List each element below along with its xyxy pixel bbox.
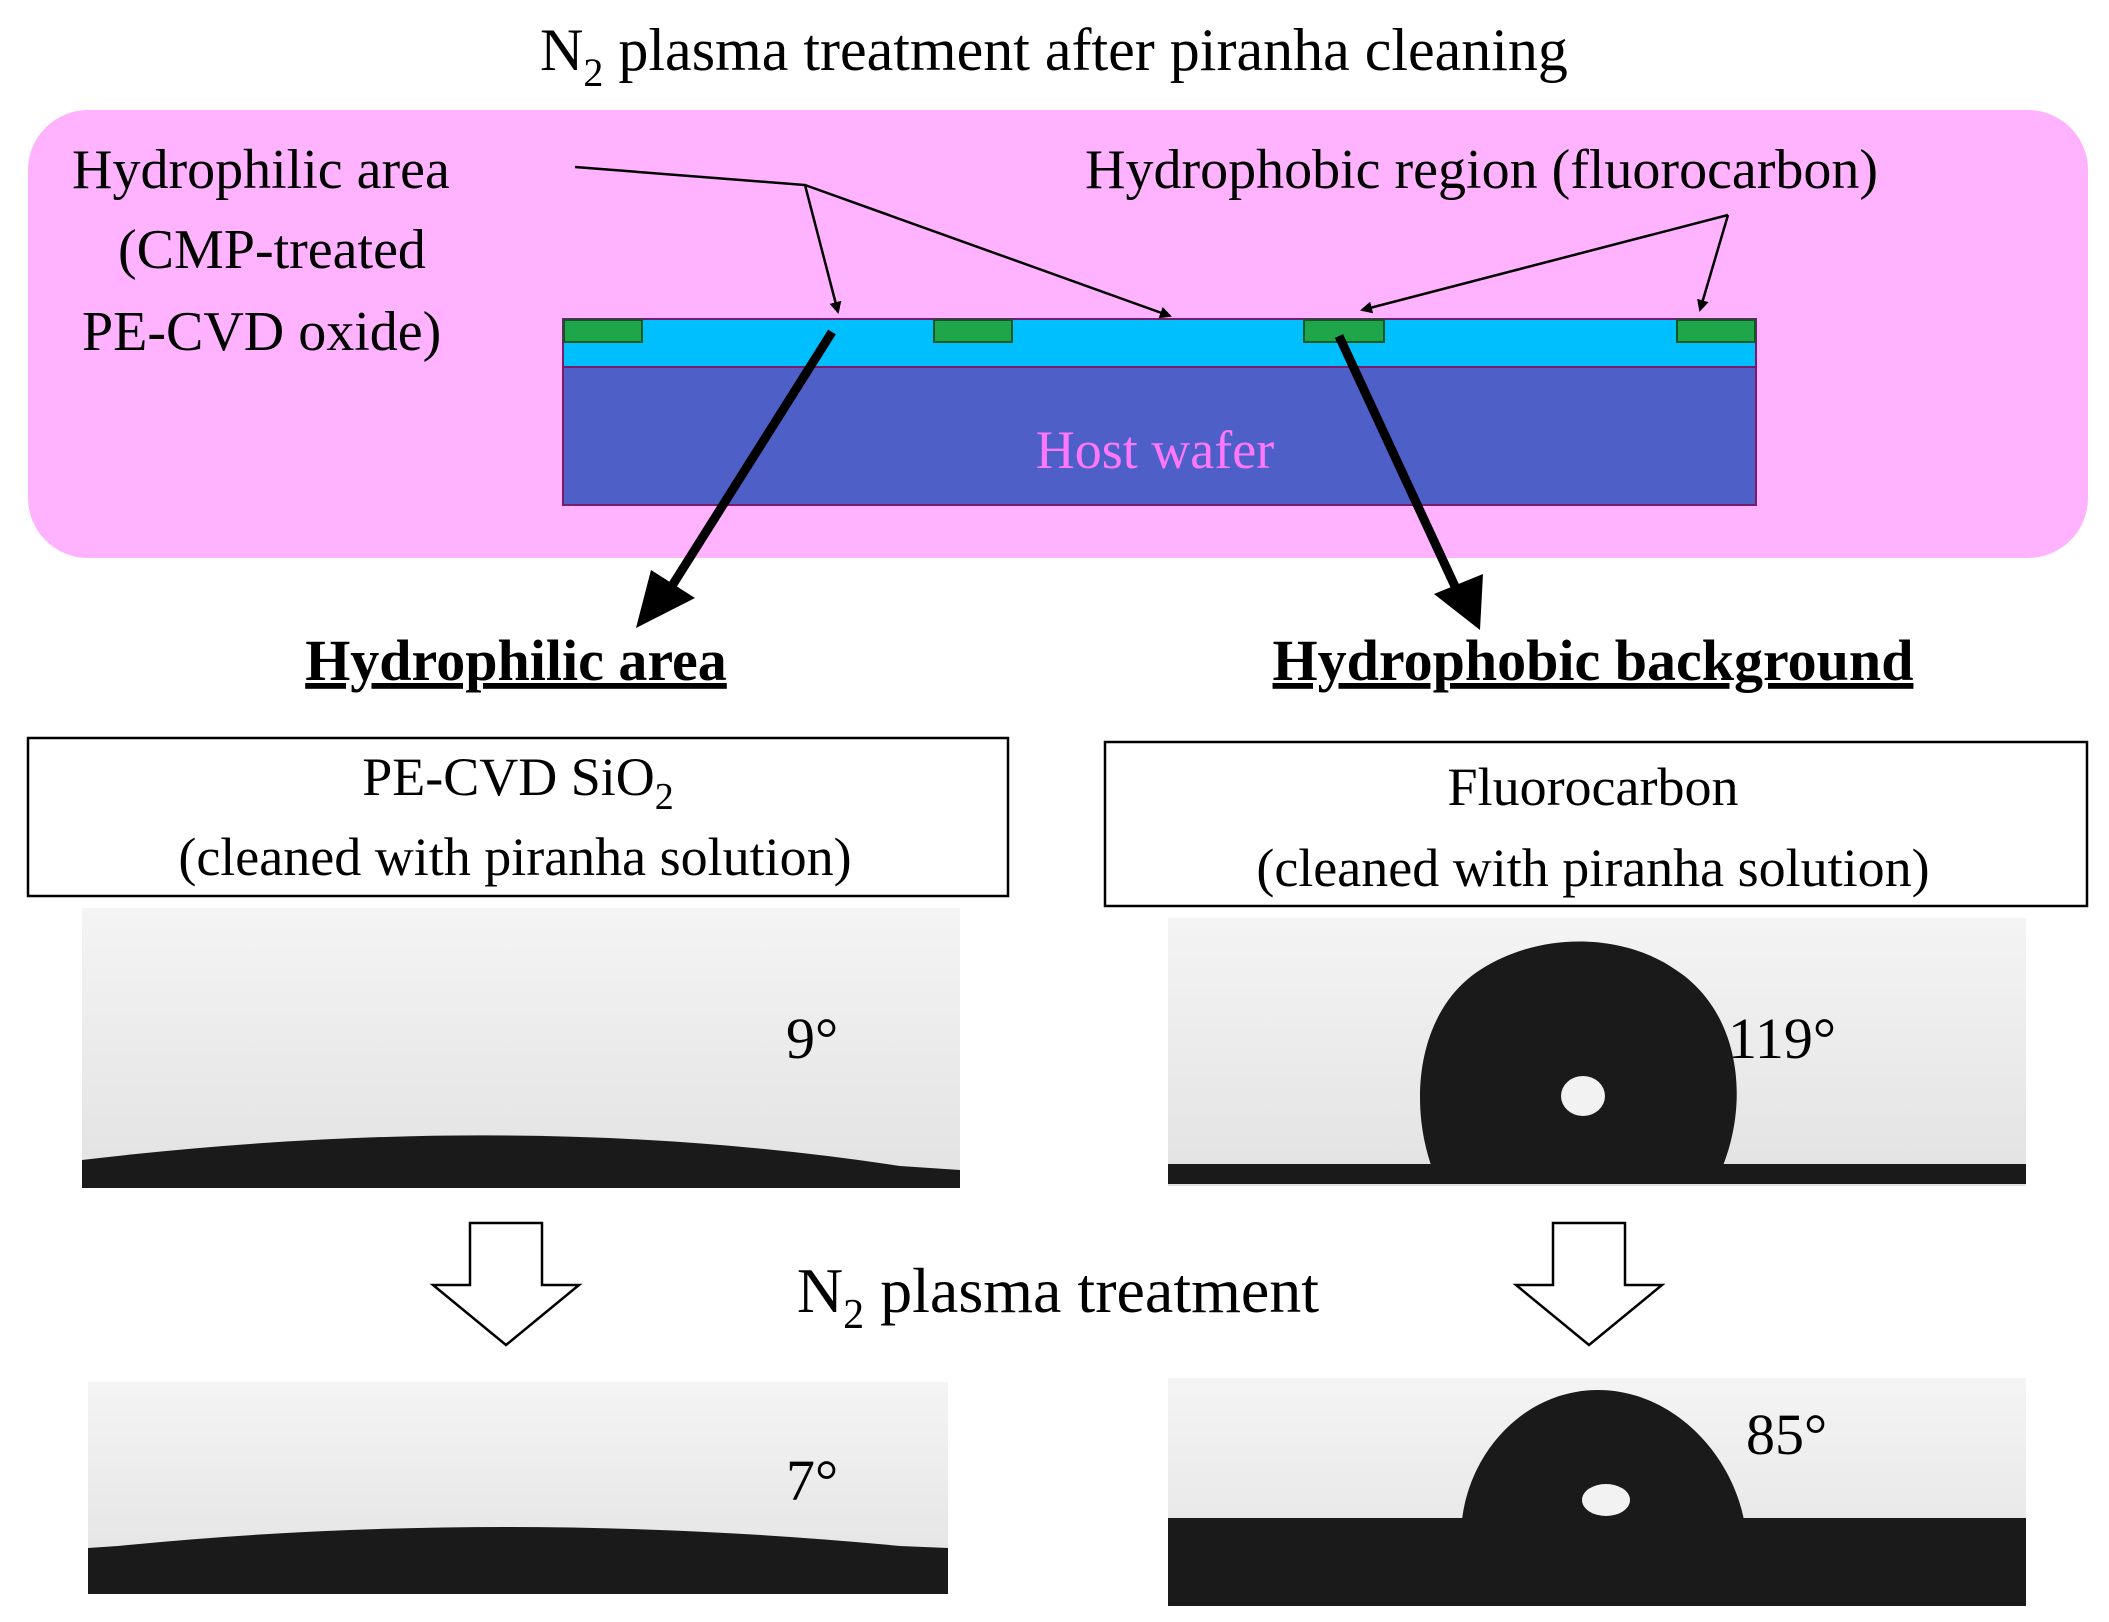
hydrophilic-label-line2: (CMP-treated xyxy=(118,219,426,281)
left-caption-box xyxy=(26,736,1010,898)
down-arrow-right xyxy=(1512,1221,1666,1347)
angle-left-after: 7° xyxy=(786,1448,838,1513)
angle-left-before: 9° xyxy=(786,1006,838,1071)
thick-arrow-left-head xyxy=(636,570,695,628)
right-caption-box xyxy=(1103,740,2089,908)
thick-arrow-right-head xyxy=(1434,574,1483,630)
treatment-label: N2 plasma treatment xyxy=(797,1255,1319,1338)
down-arrow-left xyxy=(429,1221,583,1347)
hydrophilic-label-line1: Hydrophilic area xyxy=(72,139,450,201)
host-wafer-label: Host wafer xyxy=(1036,420,1274,480)
hydrophilic-label-line3: PE-CVD oxide) xyxy=(82,301,441,363)
angle-right-after: 85° xyxy=(1746,1402,1827,1467)
angle-right-before: 119° xyxy=(1728,1006,1836,1071)
droplet-image-right-after xyxy=(1168,1378,2026,1606)
right-caption-line1: Fluorocarbon xyxy=(1448,757,1739,817)
hydrophobic-pointer-a xyxy=(1360,213,1729,314)
fluorocarbon-pad-1 xyxy=(563,319,643,343)
left-caption-line1: PE-CVD SiO2 xyxy=(362,747,674,818)
figure-title: N2 plasma treatment after piranha cleani… xyxy=(540,17,1568,95)
hydrophobic-pointer-b xyxy=(1697,214,1730,312)
left-caption-line2: (cleaned with piranha solution) xyxy=(178,827,851,887)
hydrophobic-heading: Hydrophobic background xyxy=(1273,628,1914,693)
hydrophilic-heading: Hydrophilic area xyxy=(305,628,727,693)
hydrophilic-pointer-b xyxy=(804,183,1172,319)
thick-arrow-right xyxy=(1334,334,1464,597)
droplet-image-left-after xyxy=(88,1382,948,1594)
right-caption-line2: (cleaned with piranha solution) xyxy=(1256,838,1929,898)
fluorocarbon-pad-2 xyxy=(933,319,1013,343)
droplet-image-right-before xyxy=(1168,918,2026,1186)
droplet-image-left-before xyxy=(82,908,960,1188)
hydrophobic-label: Hydrophobic region (fluorocarbon) xyxy=(1085,139,1878,201)
thick-arrow-left xyxy=(661,329,836,600)
fluorocarbon-pad-4 xyxy=(1676,319,1756,343)
oxide-layer xyxy=(562,318,1757,368)
